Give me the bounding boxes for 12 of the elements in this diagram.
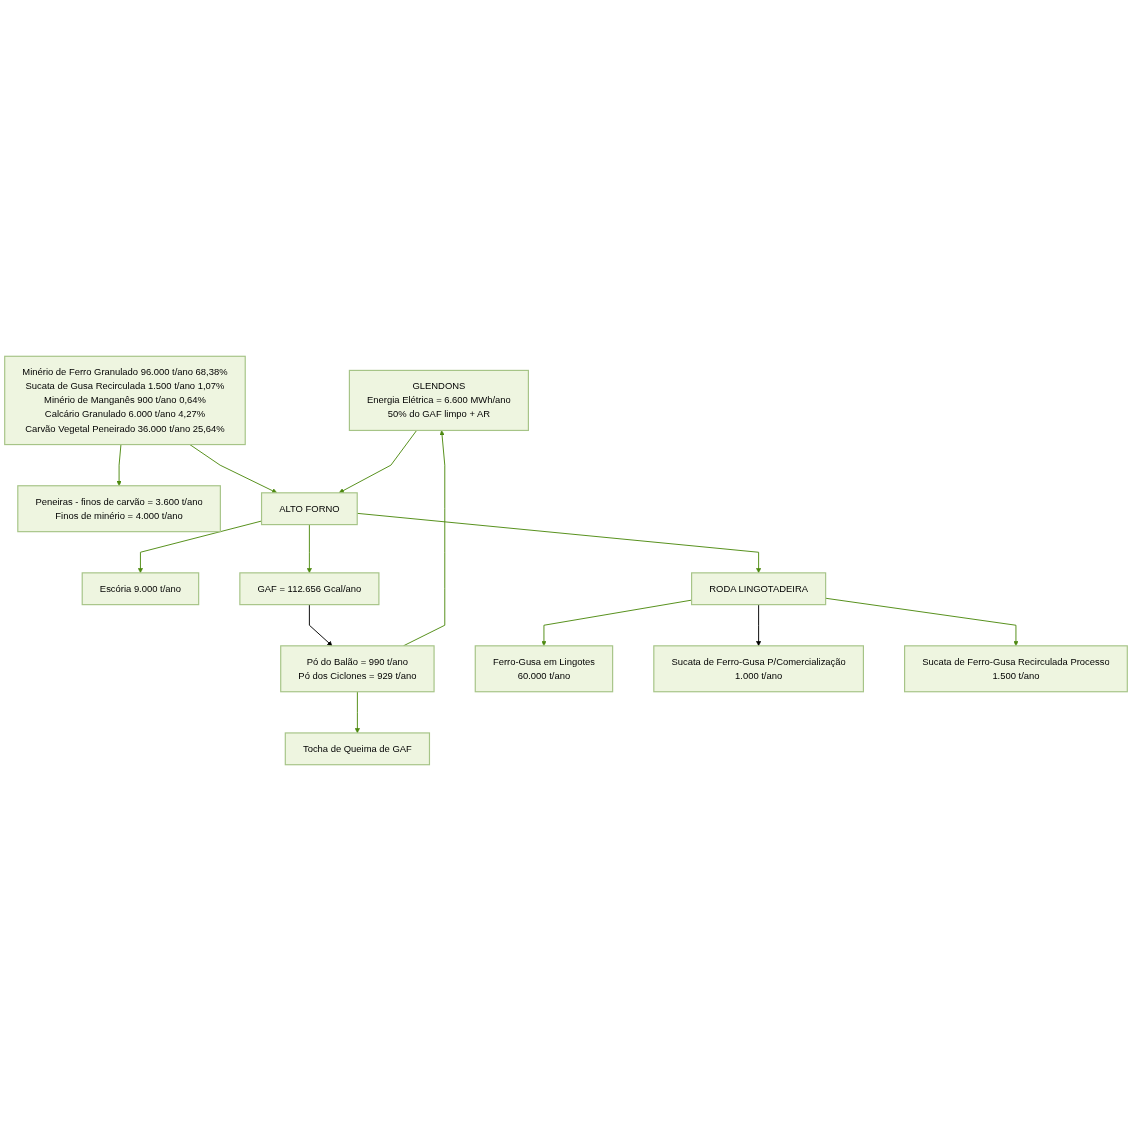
node-box: RODA LINGOTADEIRA [691,572,827,606]
node-box: Minério de Ferro Granulado 96.000 t/ano 68,38% Sucata de Gusa Recirculada 1.500 t/ano 1,07% Minério de Manganês 900 t/ano 0,64% Calcário Granulado 6.000 t/ano 4,27% Carvão Vegetal Peneirado 36.000 t/ano 25,64% [4,355,246,446]
node-box: Sucata de Ferro-Gusa P/Comercialização 1.000 t/ano [653,645,864,693]
node-box: Escória 9.000 t/ano [81,572,200,606]
node-box: Ferro-Gusa em Lingotes 60.000 t/ano [474,645,614,693]
node-box: Sucata de Ferro-Gusa Recirculada Processo 1.500 t/ano [904,645,1128,693]
node-box: Tocha de Queima de GAF [284,732,431,766]
node-box: Pó do Balão = 990 t/ano Pó dos Ciclones = 929 t/ano [280,645,435,693]
node-box: GLENDONS Energia Elétrica = 6.600 MWh/ano 50% do GAF limpo + AR [348,369,529,432]
node-box: Peneiras - finos de carvão = 3.600 t/ano Finos de minério = 4.000 t/ano [17,485,221,533]
node-box: GAF = 112.656 Gcal/ano [239,572,380,606]
node-box: ALTO FORNO [260,492,358,526]
